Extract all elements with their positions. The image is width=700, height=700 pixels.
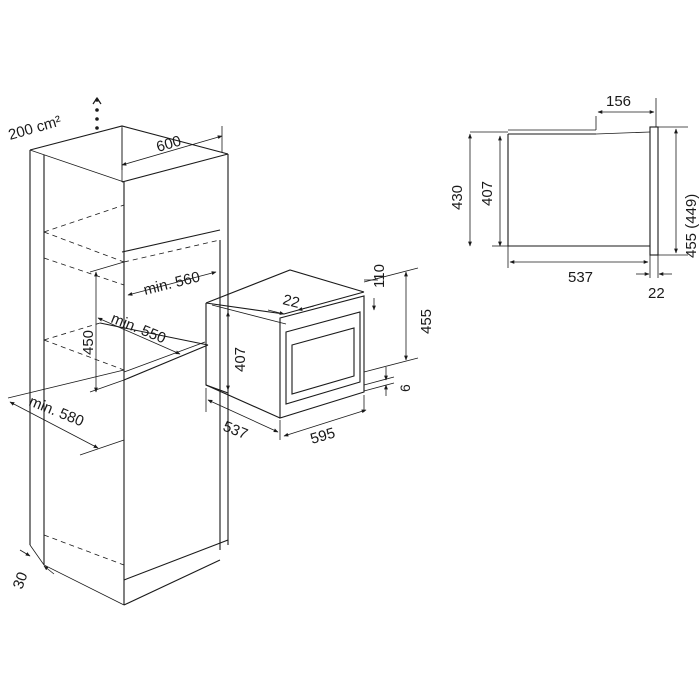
oven-537-label: 537 xyxy=(221,418,251,443)
cabinet-width-label: 600 xyxy=(154,133,183,156)
side-430-label: 430 xyxy=(449,185,466,210)
side-156-label: 156 xyxy=(606,93,631,110)
vent-area-label: 200 cm² xyxy=(6,113,63,144)
oven-407-label: 407 xyxy=(232,347,249,372)
vent-dots xyxy=(92,96,102,130)
side-455-label: 455 (449) xyxy=(683,194,700,258)
min-560-label: min. 560 xyxy=(142,268,202,298)
min-580-label: min. 580 xyxy=(27,393,87,430)
cabinet-drawing: 600 200 cm² min. 560 min. 550 450 min. 5… xyxy=(6,96,229,606)
side-view-drawing: 156 430 407 455 (449) 537 22 xyxy=(449,93,700,302)
side-537-label: 537 xyxy=(568,269,593,286)
niche-height-label: 450 xyxy=(80,330,97,355)
oven-595-label: 595 xyxy=(308,425,337,448)
oven-drawing: 110 22 455 407 6 537 595 xyxy=(205,264,435,448)
min-550-label: min. 550 xyxy=(109,310,169,347)
side-407-label: 407 xyxy=(479,181,496,206)
side-22-label: 22 xyxy=(648,285,665,302)
oven-110-label: 110 xyxy=(371,264,388,288)
oven-22-label: 22 xyxy=(281,291,301,312)
base-30-label: 30 xyxy=(10,570,32,591)
oven-455-label: 455 xyxy=(418,309,435,334)
oven-6-label: 6 xyxy=(397,384,413,392)
